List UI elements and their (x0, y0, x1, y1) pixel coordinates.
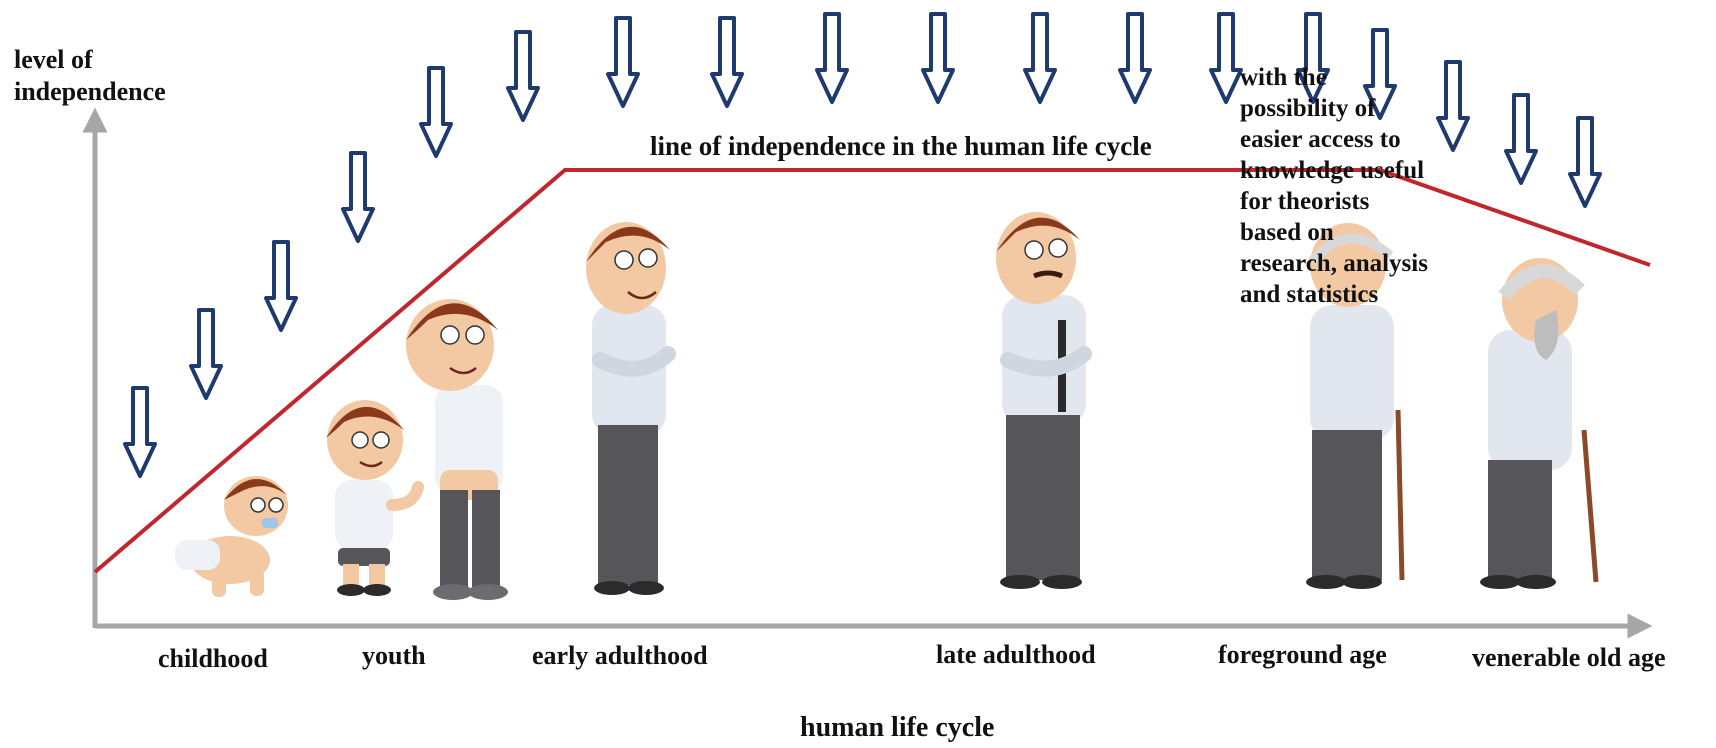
stage-label-youth: youth (362, 641, 426, 670)
down-arrow-icon (921, 12, 955, 104)
down-arrow-icon (1209, 12, 1243, 104)
stage-label-early-adulthood: early adulthood (532, 641, 708, 670)
elderly-man-figure (1306, 223, 1405, 589)
down-arrow-icon (264, 240, 298, 332)
independence-line-label: line of independence in the human life c… (650, 131, 1152, 161)
down-arrow-icon (1296, 12, 1330, 104)
toddler-figure (326, 400, 424, 596)
y-axis-label: level of independence (14, 45, 166, 106)
down-arrow-icon (123, 386, 157, 478)
stage-label-childhood: childhood (158, 644, 268, 673)
down-arrow-icon (189, 308, 223, 400)
research-note: with the possibility of easier access to… (1240, 64, 1428, 308)
stage-label-foreground-age: foreground age (1218, 640, 1387, 669)
stage-label-late-adulthood: late adulthood (936, 640, 1096, 669)
young-man-figure (586, 222, 676, 595)
down-arrow-icon (1568, 116, 1602, 208)
youth-figure (406, 299, 508, 600)
down-arrow-icon (606, 16, 640, 108)
down-arrow-icon (1118, 12, 1152, 104)
down-arrow-icon (815, 12, 849, 104)
down-arrow-icon (419, 66, 453, 158)
adult-man-figure (996, 212, 1092, 589)
down-arrow-icon (1436, 60, 1470, 152)
x-axis-label: human life cycle (800, 712, 995, 743)
down-arrow-icon (1504, 93, 1538, 185)
down-arrow-icon (506, 30, 540, 122)
down-arrow-icon (1363, 28, 1397, 120)
pressure-arrows (123, 12, 1602, 478)
old-man-figure (1480, 258, 1599, 589)
down-arrow-icon (1023, 12, 1057, 104)
baby-figure (175, 476, 288, 597)
independence-line (93, 168, 1651, 574)
stage-label-venerable-old-age: venerable old age (1472, 643, 1666, 672)
down-arrow-icon (341, 151, 375, 243)
down-arrow-icon (710, 16, 744, 108)
